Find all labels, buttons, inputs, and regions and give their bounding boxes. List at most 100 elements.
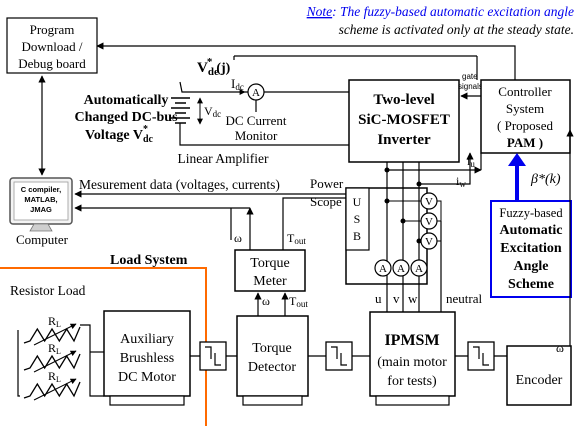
coupling-3-jaw-left [473,346,480,359]
note-prefix: Note [306,4,333,19]
voltmeter-2-label: V [425,216,433,228]
aux-motor-l2: Brushless [120,351,174,366]
fuzzy-l5: Scheme [508,277,554,292]
beta-label: β*(k) [530,172,561,187]
aux-motor-l1: Auxiliary [120,332,174,347]
power-scope-l1: Power [310,176,344,191]
load-system-boundary [0,267,207,426]
torque-meter-up-tout [282,197,346,250]
fuzzy-l4: Angle [514,259,549,274]
torque-detector-base [242,395,303,406]
torque-meter-l1: Torque [250,256,289,271]
beta-arrow-head [508,153,526,166]
coupling-1-jaw-left [205,346,212,359]
auto-bus-l2: Changed DC-bus [74,110,178,125]
node-u [384,167,390,173]
computer-l2: MATLAB, [24,195,57,204]
note-line2: scheme is activated only at the steady s… [339,22,574,37]
encoder-box [506,345,572,406]
tout-label-2: Tout [289,294,308,309]
phase-neutral: neutral [446,291,482,306]
torque-detector-l1: Torque [252,341,291,356]
resistor-label: RL [48,314,61,329]
resistor-bus-right [80,324,104,397]
vde-label: Vde*(j) [197,56,231,78]
omega-label-2: ω [262,294,270,308]
coupling-1-jaw-right [214,353,221,366]
coupling-2-jaw-right [340,353,347,366]
voltmeter-1-label: V [425,196,433,208]
program-board-l3: Debug board [18,56,86,71]
fuzzy-l1: Fuzzy-based [499,206,563,220]
amp-meter-u [374,259,392,277]
phase-w: w [408,291,418,306]
auto-bus-l3: Voltage Vdc* [85,124,154,145]
resistor-variable-arrow [33,378,77,401]
load-system-label: Load System [110,253,188,268]
controller-l1: Controller [498,84,552,99]
omega-label-3: ω [556,341,564,355]
iu-label: iu [467,154,475,169]
ammeter-label: A [252,87,260,99]
resistor-variable-arrow [33,323,77,346]
measurement-label: Mesurement data (voltages, currents) [79,177,280,192]
inverter-l1: Two-level [373,92,434,108]
torque-meter-l2: Meter [253,274,287,289]
resistor-label: RL [48,341,61,356]
usb-b: B [353,229,361,243]
voltmeter-3-label: V [425,236,433,248]
amp-circuit-top [179,81,349,93]
dc-monitor-l1: DC Current [225,113,286,128]
controller-l2: System [506,101,544,116]
node-w [416,181,422,187]
program-board-l2: Download / [21,39,82,54]
auto-bus-l1: Automatically [84,93,169,108]
controller-to-board-line [96,42,516,80]
computer-stand [29,223,53,232]
program-board-box [6,17,98,74]
torque-meter-box [234,249,306,292]
resistor-2 [23,353,81,371]
amp-meter-v-label: A [397,263,405,275]
fuzzy-box [490,200,572,298]
phase-u: u [375,291,382,306]
controller-l3: ( Proposed [497,118,553,133]
inverter-box [348,79,460,163]
encoder-label: Encoder [516,373,563,388]
ipmsm-l1: IPMSM [384,332,439,349]
coupling-2 [325,341,353,371]
amp-meter-v [392,259,410,277]
resistor-bus-left [17,330,20,397]
coupling-3 [467,341,495,371]
note-rest: : The fuzzy-based automatic excitation a… [332,4,574,19]
idc-label: Idc [231,76,244,92]
tout-label-1: Tout [287,231,306,246]
gate-l2: signals [458,82,483,91]
inverter-l3: Inverter [377,132,431,148]
fuzzy-l3: Excitation [500,241,562,256]
resistor-variable-arrow [33,350,77,373]
phase-v: v [393,291,400,306]
ipmsm-l3: for tests) [387,374,437,389]
usb-box [345,187,370,251]
iw-label: iw [456,174,466,189]
aux-motor-l3: DC Motor [118,370,176,385]
torque-detector-l2: Detector [248,360,297,375]
dc-monitor-l2: Monitor [235,128,278,143]
battery-bottom [179,123,349,146]
computer-l3: JMAG [30,205,52,214]
amp-meter-w-label: A [415,263,423,275]
aux-motor-base [109,395,185,406]
amp-meter-w [410,259,428,277]
note-text: Note: The fuzzy-based automatic excitati… [306,4,574,19]
coupling-1 [199,341,227,371]
ipmsm-l2: (main motor [377,355,447,370]
iw-line [419,152,474,185]
aux-motor-box [103,310,191,397]
couplings [190,341,507,371]
usb-s: S [354,212,361,226]
resistor-3 [23,381,81,399]
controller-l4: PAM ) [507,135,543,150]
ipmsm-base [375,395,450,406]
